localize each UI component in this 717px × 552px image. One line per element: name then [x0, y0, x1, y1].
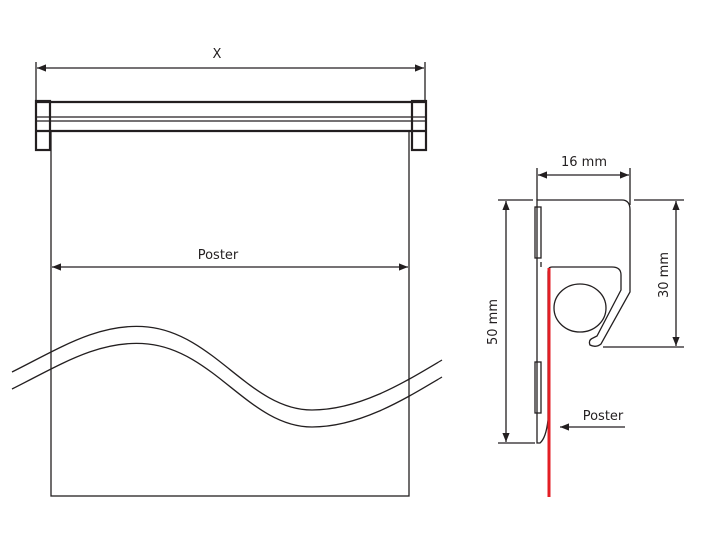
width-dimension-label: 16 mm — [561, 155, 607, 170]
poster-arrow-label: Poster — [583, 409, 624, 424]
top-rail — [34, 99, 428, 152]
rail-end-cap-right — [410, 99, 428, 152]
front-view: X Poster — [11, 47, 443, 497]
slot-lower — [534, 361, 542, 414]
poster-sheet — [50, 130, 410, 497]
rail-end-cap-left — [34, 99, 52, 152]
break-wave — [11, 325, 443, 428]
height-dimension-label: 50 mm — [486, 299, 501, 345]
x-dimension-label: X — [213, 47, 222, 62]
channel-dimension-label: 30 mm — [657, 252, 672, 298]
clamp-roller — [553, 283, 607, 333]
profile-view: 16 mm 50 mm 30 mm Poster — [486, 155, 684, 497]
poster-dimension-label: Poster — [198, 248, 239, 263]
slot-upper — [534, 206, 542, 259]
